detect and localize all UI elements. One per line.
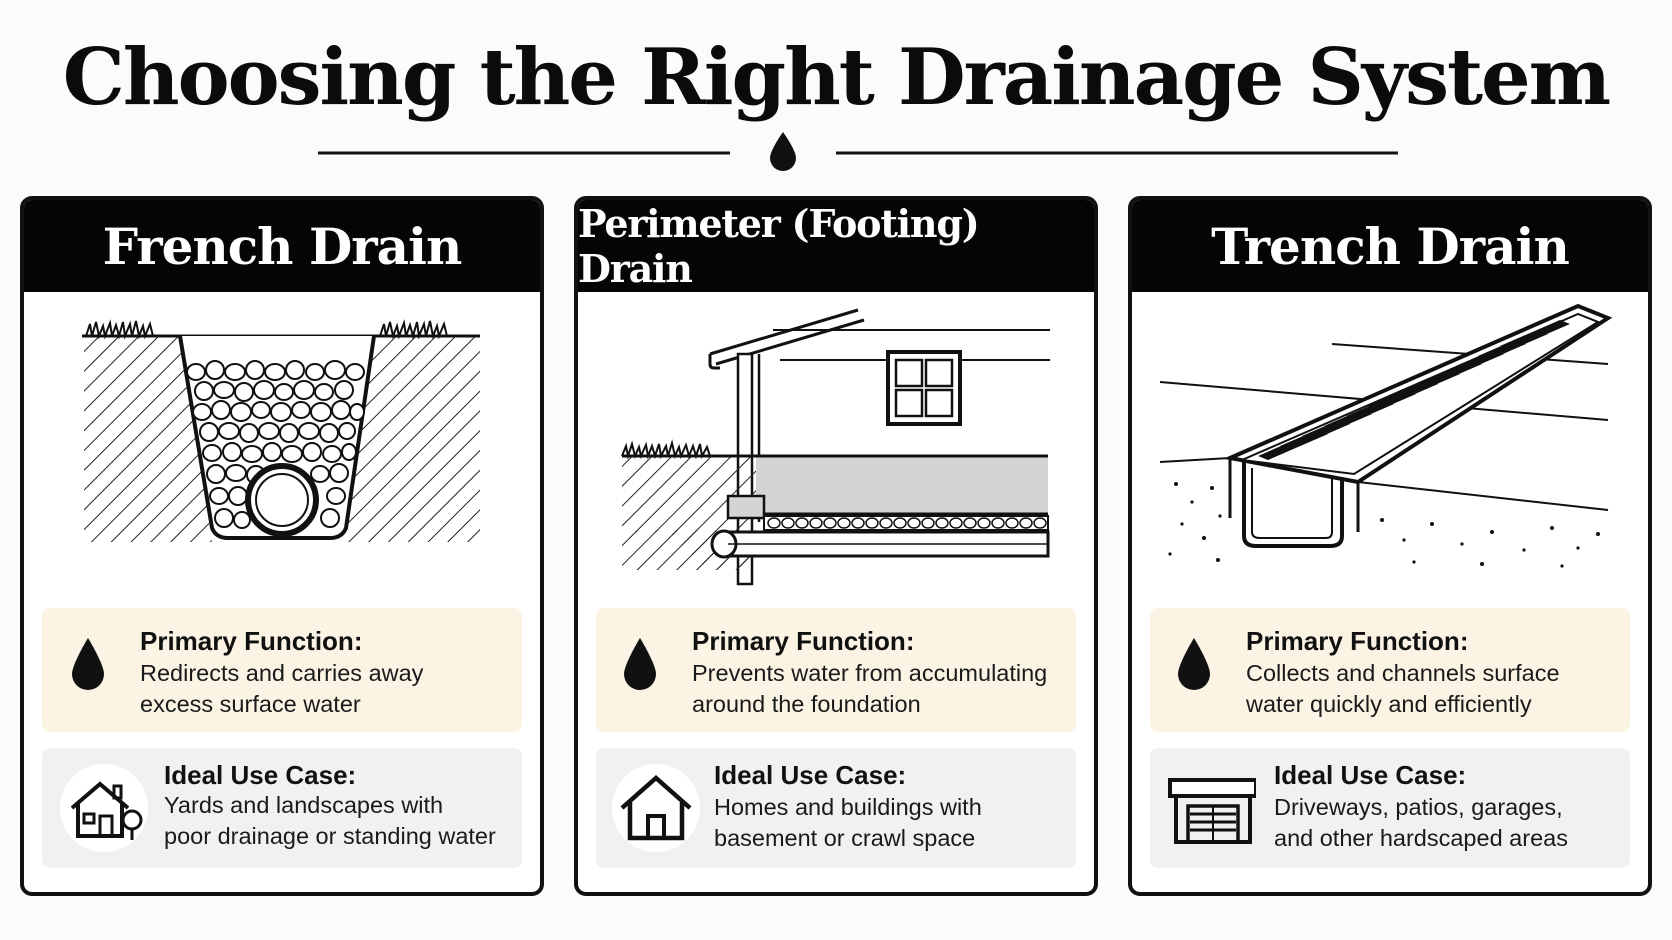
french-drain-illustration	[82, 319, 480, 572]
garage-icon	[1168, 778, 1256, 844]
primary-function-label: Primary Function:	[692, 626, 915, 656]
house-icon	[612, 764, 700, 852]
card-french-drain: French Drain	[20, 196, 544, 896]
card-title: Trench Drain	[1132, 200, 1648, 292]
ideal-use-label: Ideal Use Case:	[1274, 760, 1467, 790]
ideal-use-text: Driveways, patios, garages, and other ha…	[1274, 794, 1568, 851]
house-with-tree-icon	[60, 764, 148, 852]
water-drop-icon	[770, 132, 796, 171]
perimeter-drain-illustration	[621, 308, 1050, 586]
water-drop-icon	[72, 638, 104, 690]
page-title: Choosing the Right Drainage System	[62, 32, 1611, 123]
primary-function-box: Primary Function: Prevents water from ac…	[596, 608, 1076, 732]
card-title: Perimeter (Footing) Drain	[578, 200, 1094, 292]
trench-drain-illustration	[1159, 303, 1613, 568]
water-drop-icon	[624, 638, 656, 690]
primary-function-text: Redirects and carries away excess surfac…	[140, 660, 424, 717]
primary-function-text: Prevents water from accumulating around …	[692, 660, 1048, 717]
card-perimeter-drain: Perimeter (Footing) Drain	[574, 196, 1098, 896]
water-drop-icon	[1178, 638, 1210, 690]
primary-function-box: Primary Function: Redirects and carries …	[42, 608, 522, 732]
card-title: French Drain	[24, 200, 540, 292]
card-trench-drain: Trench Drain	[1128, 196, 1652, 896]
primary-function-label: Primary Function:	[140, 626, 363, 656]
primary-function-label: Primary Function:	[1246, 626, 1469, 656]
ideal-use-box: Ideal Use Case: Driveways, patios, garag…	[1150, 748, 1630, 868]
ideal-use-box: Ideal Use Case: Yards and landscapes wit…	[42, 748, 522, 868]
ideal-use-text: Yards and landscapes with poor drainage …	[164, 792, 496, 849]
ideal-use-text: Homes and buildings with basement or cra…	[714, 794, 982, 851]
primary-function-box: Primary Function: Collects and channels …	[1150, 608, 1630, 732]
ideal-use-box: Ideal Use Case: Homes and buildings with…	[596, 748, 1076, 868]
ideal-use-label: Ideal Use Case:	[714, 760, 907, 790]
primary-function-text: Collects and channels surface water quic…	[1246, 660, 1560, 717]
title-divider	[318, 132, 1398, 171]
ideal-use-label: Ideal Use Case:	[164, 760, 357, 790]
